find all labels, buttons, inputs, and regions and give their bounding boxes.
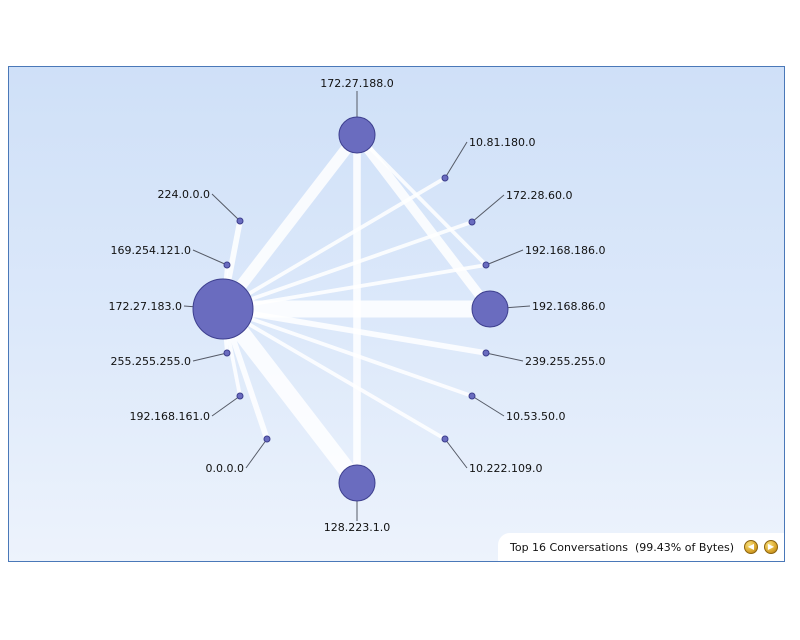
host-node-n7[interactable] [468,392,476,400]
host-node-n3[interactable] [468,218,476,226]
host-node-n14[interactable] [223,261,231,269]
conversation-edge-n13-n7 [222,307,473,398]
right-arrow-icon: ▶ [767,542,775,551]
leader-line-n15 [211,193,241,222]
leader-line-n8 [444,438,468,469]
conversation-edge-n13-n2 [222,176,446,311]
leader-line-n4 [485,249,524,266]
conversation-edge-n13-n9 [216,303,364,489]
leader-line-layer [183,91,531,521]
host-node-n9[interactable] [338,464,376,502]
host-label-n13: 172.27.183.0 [109,300,182,313]
conversation-edge-n1-n5 [353,132,494,312]
host-node-n2[interactable] [441,174,449,182]
edge-layer [216,131,494,489]
host-node-n12[interactable] [223,349,231,357]
label-layer: 172.27.188.0 10.81.180.0 172.28.60.0 192.16… [109,77,606,534]
host-node-n4[interactable] [482,261,490,269]
leader-line-n14 [192,249,228,266]
host-node-n15[interactable] [236,217,244,225]
host-label-n4: 192.168.186.0 [525,244,605,257]
next-page-button[interactable]: ▶ [764,540,778,554]
host-node-n8[interactable] [441,435,449,443]
host-node-n1[interactable] [338,116,376,154]
previous-page-button[interactable]: ◀ [744,540,758,554]
leader-line-n7 [471,395,505,417]
host-label-n12: 255.255.255.0 [111,355,191,368]
status-bar: Top 16 Conversations (99.43% of Bytes) ◀… [498,533,784,561]
host-node-n13[interactable] [192,278,254,340]
conversation-edge-n13-n4 [222,263,487,311]
conversation-edge-n1-n4 [355,133,488,267]
leader-line-n10 [245,438,268,469]
host-label-n11: 192.168.161.0 [130,410,210,423]
host-label-n5: 192.168.86.0 [532,300,605,313]
conversation-edge-n13-n6 [222,306,487,356]
conversation-edge-n13-n1 [218,131,362,313]
node-layer [192,116,509,502]
host-node-n6[interactable] [482,349,490,357]
host-label-n1: 172.27.188.0 [320,77,393,90]
conversation-edge-n13-n8 [222,307,446,441]
left-arrow-icon: ◀ [747,542,755,551]
host-node-n10[interactable] [263,435,271,443]
host-label-n8: 10.222.109.0 [469,462,542,475]
host-label-n6: 239.255.255.0 [525,355,605,368]
leader-line-n12 [192,352,228,362]
leader-line-n6 [485,352,524,362]
host-label-n7: 10.53.50.0 [506,410,565,423]
host-node-n11[interactable] [236,392,244,400]
leader-line-n11 [211,395,241,417]
host-label-n15: 224.0.0.0 [158,188,210,201]
conversation-map-panel: 172.27.188.0 10.81.180.0 172.28.60.0 192.16… [8,66,785,562]
conversation-edge-n13-n3 [222,220,473,311]
host-label-n14: 169.254.121.0 [111,244,191,257]
host-label-n2: 10.81.180.0 [469,136,535,149]
leader-line-n3 [471,194,505,223]
conversation-diagram: 172.27.188.0 10.81.180.0 172.28.60.0 192.16… [109,77,606,534]
host-label-n10: 0.0.0.0 [206,462,244,475]
conversation-summary: Top 16 Conversations (99.43% of Bytes) [510,540,734,554]
host-label-n9: 128.223.1.0 [324,521,390,534]
leader-line-n2 [444,141,468,179]
host-label-n3: 172.28.60.0 [506,189,572,202]
host-node-n5[interactable] [471,290,509,328]
